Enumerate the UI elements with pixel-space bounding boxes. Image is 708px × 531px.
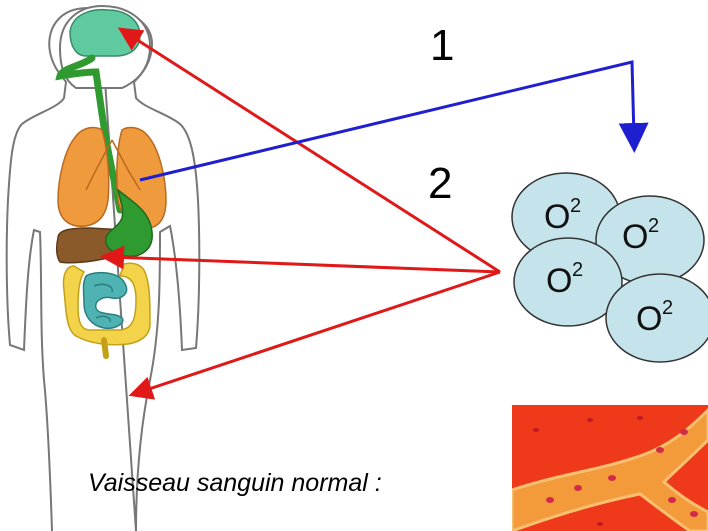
cell-3-subscript: 2 bbox=[572, 259, 583, 281]
cell-2-subscript: 2 bbox=[648, 215, 659, 237]
cell-1-symbol: O bbox=[544, 198, 570, 236]
cell-2-symbol: O bbox=[622, 218, 648, 256]
step-2-label: 2 bbox=[428, 159, 452, 208]
cell-3-symbol: O bbox=[546, 262, 572, 300]
oxygenated-cells: O 2 O 2 O 2 O 2 bbox=[512, 173, 708, 362]
rectum bbox=[104, 340, 106, 356]
vessel-caption: Vaisseau sanguin normal : bbox=[88, 469, 382, 498]
arrow-to-stomach bbox=[112, 257, 500, 272]
step-1-label: 1 bbox=[430, 21, 454, 70]
human-body bbox=[7, 6, 200, 531]
cell-4-subscript: 2 bbox=[662, 297, 673, 319]
brain bbox=[70, 10, 140, 56]
cell-1-subscript: 2 bbox=[570, 195, 581, 217]
oxygen-intake-arrow bbox=[140, 62, 634, 180]
cell-4-symbol: O bbox=[636, 300, 662, 338]
blood-vessel-image bbox=[512, 405, 708, 531]
